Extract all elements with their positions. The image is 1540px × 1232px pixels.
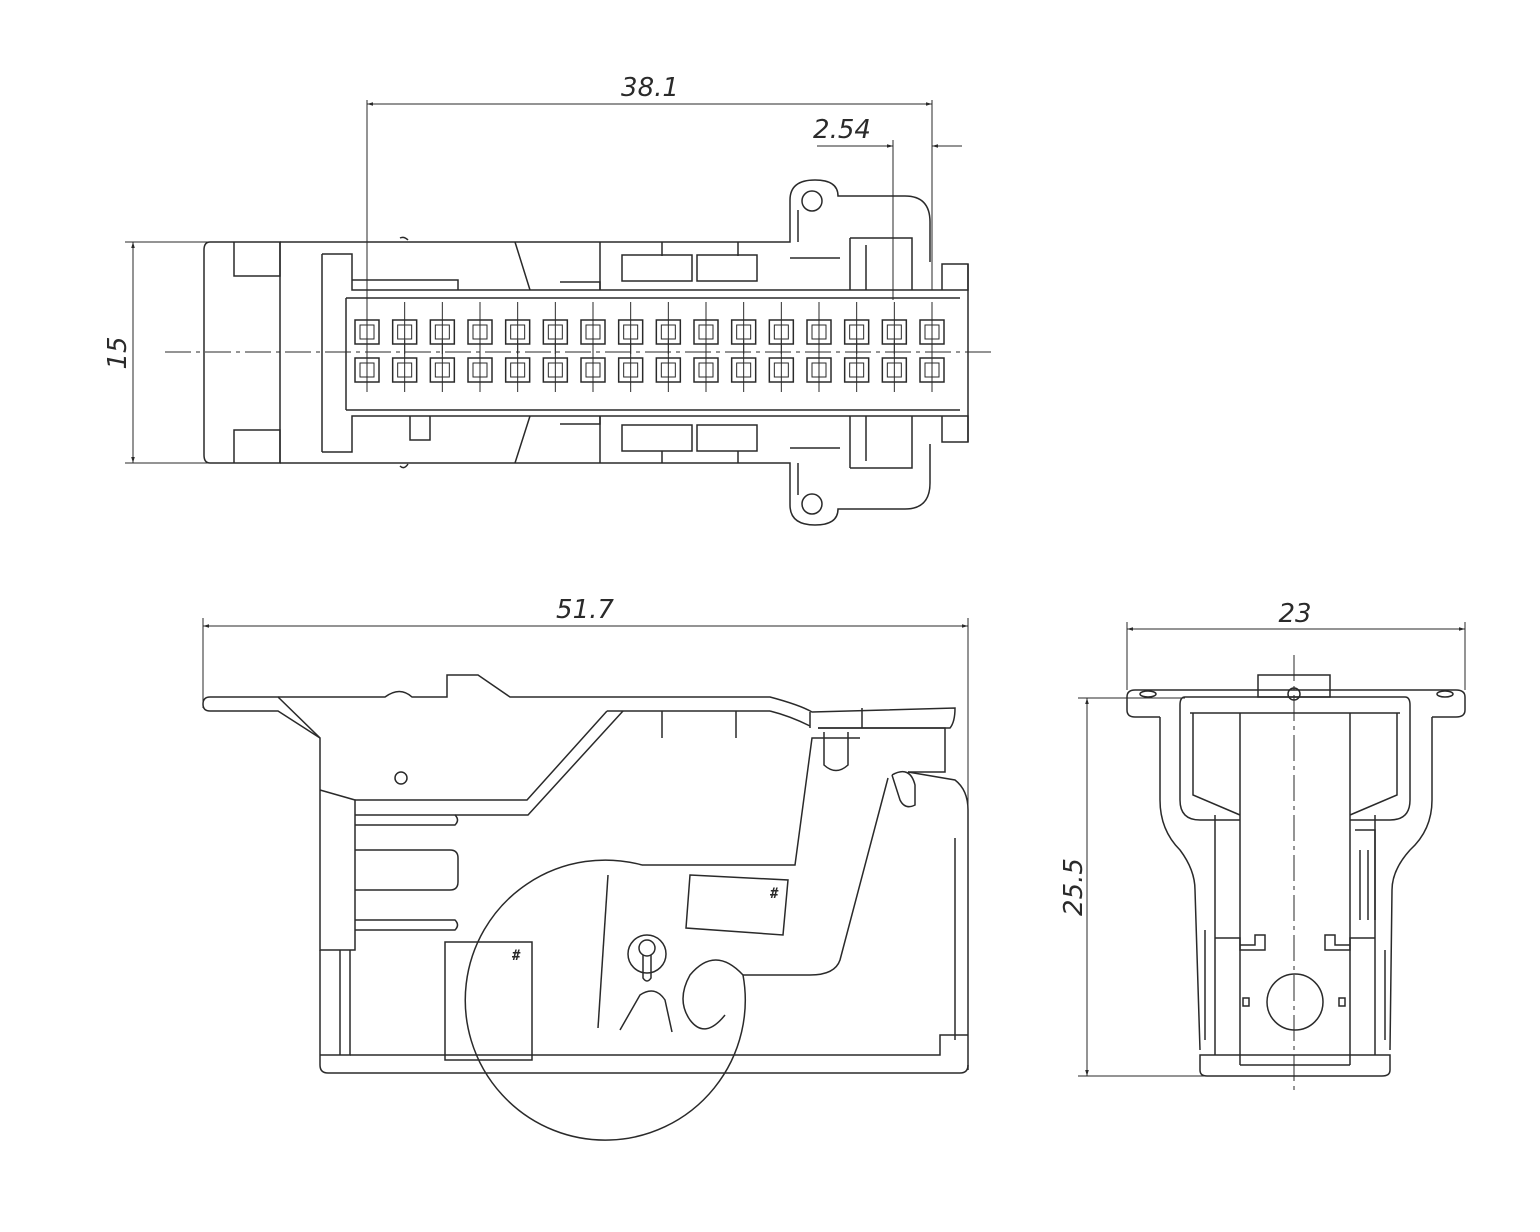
pin-cavity (693, 340, 719, 392)
pin-cavity (919, 340, 945, 392)
dimension-width: 23 (1126, 599, 1466, 690)
pin-cavity (806, 340, 832, 392)
side-view: 23 25.5 (1059, 599, 1466, 1095)
pin-cavity (354, 340, 380, 392)
dimension-height: 25.5 (1059, 697, 1215, 1077)
pin-cavity (843, 340, 870, 392)
dimension-pin-span: 38.1 (366, 73, 933, 320)
dimension-length: 51.7 (202, 595, 969, 1070)
dimension-width-text: 23 (1278, 599, 1311, 629)
pin-cavity (881, 340, 908, 392)
dimension-height-text: 25.5 (1059, 858, 1089, 916)
front-view: 51.7 (202, 595, 969, 1141)
dimension-height-top: 15 (103, 241, 210, 464)
pin-cavity (730, 340, 757, 392)
marking-label-b: # (512, 948, 521, 964)
dimension-pitch-text: 2.54 (813, 115, 871, 145)
pin-cavity (467, 340, 493, 392)
pin-grid (354, 302, 945, 392)
dimension-length-text: 51.7 (556, 595, 614, 625)
marking-label-a: # (770, 886, 779, 902)
pin-cavity (542, 340, 569, 392)
pin-cavity (504, 340, 531, 392)
pin-cavity (768, 340, 795, 392)
pin-cavity (391, 340, 418, 392)
dimension-pitch: 2.54 (813, 115, 962, 300)
pin-cavity (429, 340, 456, 392)
dimension-height-top-text: 15 (103, 336, 133, 369)
pin-cavity (580, 340, 606, 392)
pin-cavity (655, 340, 682, 392)
dimension-pin-span-text: 38.1 (621, 73, 679, 103)
pin-cavity (617, 340, 644, 392)
top-view: 38.1 2.54 15 (103, 73, 995, 526)
